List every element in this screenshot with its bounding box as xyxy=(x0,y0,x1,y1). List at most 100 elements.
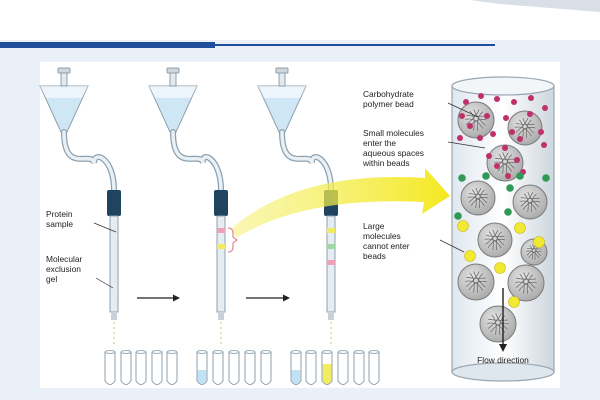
funnel-neck xyxy=(60,71,68,87)
large-molecule xyxy=(508,296,520,308)
tube-outline xyxy=(305,352,317,385)
test-tube xyxy=(228,350,240,385)
bead-body xyxy=(507,264,545,302)
tube-rim xyxy=(135,350,147,354)
label-carbohydrate-polymer-bead: Carbohydrate polymer bead xyxy=(363,89,416,109)
small-molecule xyxy=(505,173,511,179)
tube-liquid xyxy=(291,370,301,384)
tube-outline xyxy=(104,352,116,385)
medium-molecule xyxy=(504,208,512,216)
polymer-bead xyxy=(457,101,495,139)
tube-rim xyxy=(244,350,256,354)
small-molecule xyxy=(490,131,496,137)
funnel-stopper xyxy=(57,67,71,74)
large-molecule xyxy=(457,220,469,232)
process-arrow-2 xyxy=(246,294,290,302)
small-molecule xyxy=(494,163,500,169)
funnel-top xyxy=(40,86,88,98)
funnel-stopper xyxy=(275,67,289,74)
small-molecule xyxy=(484,113,490,119)
band-bracket xyxy=(227,227,238,253)
polymer-bead xyxy=(507,264,545,302)
flow-direction-arrow xyxy=(499,288,507,352)
bead-matrix xyxy=(515,272,537,294)
label-molecular-exclusion-gel: Molecular exclusion gel xyxy=(46,254,85,284)
column-band xyxy=(327,244,335,249)
tube-rim xyxy=(305,350,317,354)
column-band xyxy=(217,228,225,233)
tube-liquid xyxy=(322,364,332,384)
small-molecule xyxy=(478,93,484,99)
polymer-bead xyxy=(479,305,517,343)
large-molecule xyxy=(494,262,506,274)
large-molecule xyxy=(514,222,526,234)
medium-molecule xyxy=(454,212,462,220)
small-molecule xyxy=(463,99,469,105)
bead-body xyxy=(457,263,495,301)
small-molecule xyxy=(541,142,547,148)
test-tube xyxy=(104,350,116,385)
tube-rim xyxy=(368,350,380,354)
polymer-bead xyxy=(460,180,496,216)
small-molecule xyxy=(459,113,465,119)
process-arrow-1 xyxy=(137,294,180,302)
column-tip xyxy=(111,312,117,320)
medium-molecule xyxy=(542,174,550,182)
header-rule xyxy=(215,44,495,46)
magnify-arrow xyxy=(232,168,450,238)
test-tube xyxy=(135,350,147,385)
small-molecule xyxy=(477,135,483,141)
funnel-neck xyxy=(278,71,286,87)
small-molecule xyxy=(514,157,520,163)
tube-rim xyxy=(321,350,333,354)
bead-matrix xyxy=(467,187,489,209)
polymer-bead xyxy=(486,144,524,182)
column-cap xyxy=(107,190,121,216)
column-cap xyxy=(214,190,228,216)
small-molecule xyxy=(457,135,463,141)
leader-large-molecules xyxy=(439,239,465,253)
small-molecule xyxy=(511,99,517,105)
leader-protein-sample xyxy=(93,222,117,233)
tube-outline xyxy=(244,352,256,385)
bead-body xyxy=(507,110,543,146)
funnel-top xyxy=(149,86,197,98)
test-tube xyxy=(166,350,178,385)
tube-rim xyxy=(120,350,132,354)
label-large-molecules: Large molecules cannot enter beads xyxy=(363,221,412,261)
tube-outline xyxy=(368,352,380,385)
test-tube xyxy=(260,350,272,385)
header-bar xyxy=(0,42,215,48)
bead-body xyxy=(512,184,548,220)
funnel-top xyxy=(258,86,306,98)
small-molecule xyxy=(509,129,515,135)
medium-molecule xyxy=(458,174,466,182)
bead-body xyxy=(460,180,496,216)
tube-outline xyxy=(260,352,272,385)
test-tube xyxy=(305,350,317,385)
column-band xyxy=(327,260,335,265)
test-tube xyxy=(368,350,380,385)
small-molecule xyxy=(538,129,544,135)
polymer-bead xyxy=(477,222,513,258)
test-tube xyxy=(353,350,365,385)
tube-outline xyxy=(337,352,349,385)
feed-tube-inner xyxy=(280,130,333,192)
small-molecule xyxy=(502,145,508,151)
large-molecule xyxy=(464,250,476,262)
funnel-neck xyxy=(169,71,177,87)
test-tube xyxy=(321,350,333,385)
tube-rim xyxy=(151,350,163,354)
small-molecule xyxy=(542,105,548,111)
bead-matrix xyxy=(487,313,509,335)
bead-body xyxy=(479,305,517,343)
tube-rim xyxy=(212,350,224,354)
test-tube xyxy=(212,350,224,385)
column-band xyxy=(327,228,335,233)
bead-matrix xyxy=(514,117,536,139)
large-molecule xyxy=(533,236,545,248)
bead-body xyxy=(457,101,495,139)
column-tip xyxy=(218,312,224,320)
polymer-bead xyxy=(507,110,543,146)
tube-outline xyxy=(151,352,163,385)
